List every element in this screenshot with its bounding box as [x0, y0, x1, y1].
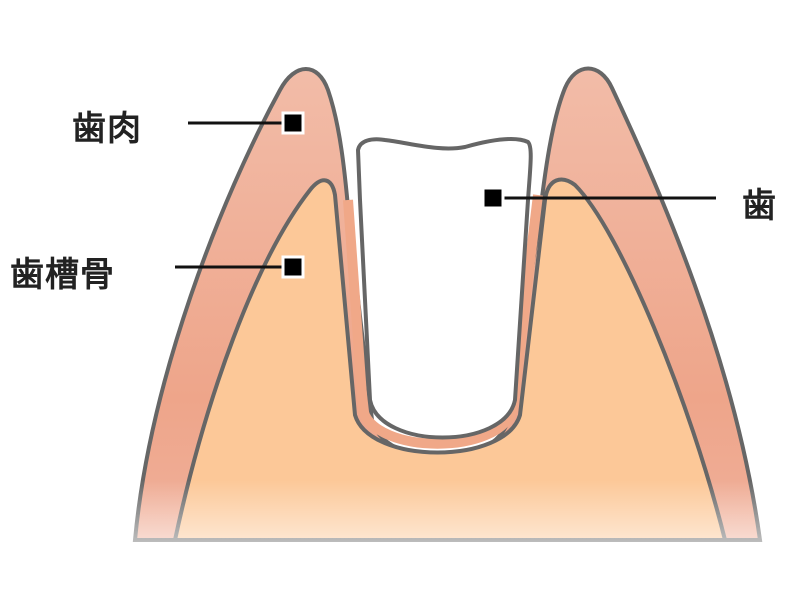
tooth-shape	[355, 137, 533, 440]
gum-marker	[281, 111, 305, 135]
periodontal-band	[343, 194, 543, 449]
alveolar-bone-shape	[172, 177, 728, 542]
tooth-marker	[481, 186, 505, 210]
label-gum: 歯肉	[72, 109, 142, 149]
label-tooth: 歯	[742, 186, 777, 226]
bottom-fade	[0, 480, 800, 590]
label-alveolar-bone: 歯槽骨	[10, 255, 115, 295]
bone-marker	[281, 255, 305, 279]
